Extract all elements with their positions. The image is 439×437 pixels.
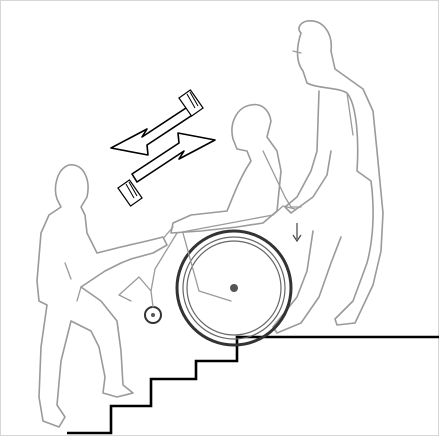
front-helper-figure [37, 165, 167, 427]
down-arrow-icon [293, 223, 301, 241]
wheelchair [119, 206, 295, 345]
wheel-hub [230, 284, 238, 292]
